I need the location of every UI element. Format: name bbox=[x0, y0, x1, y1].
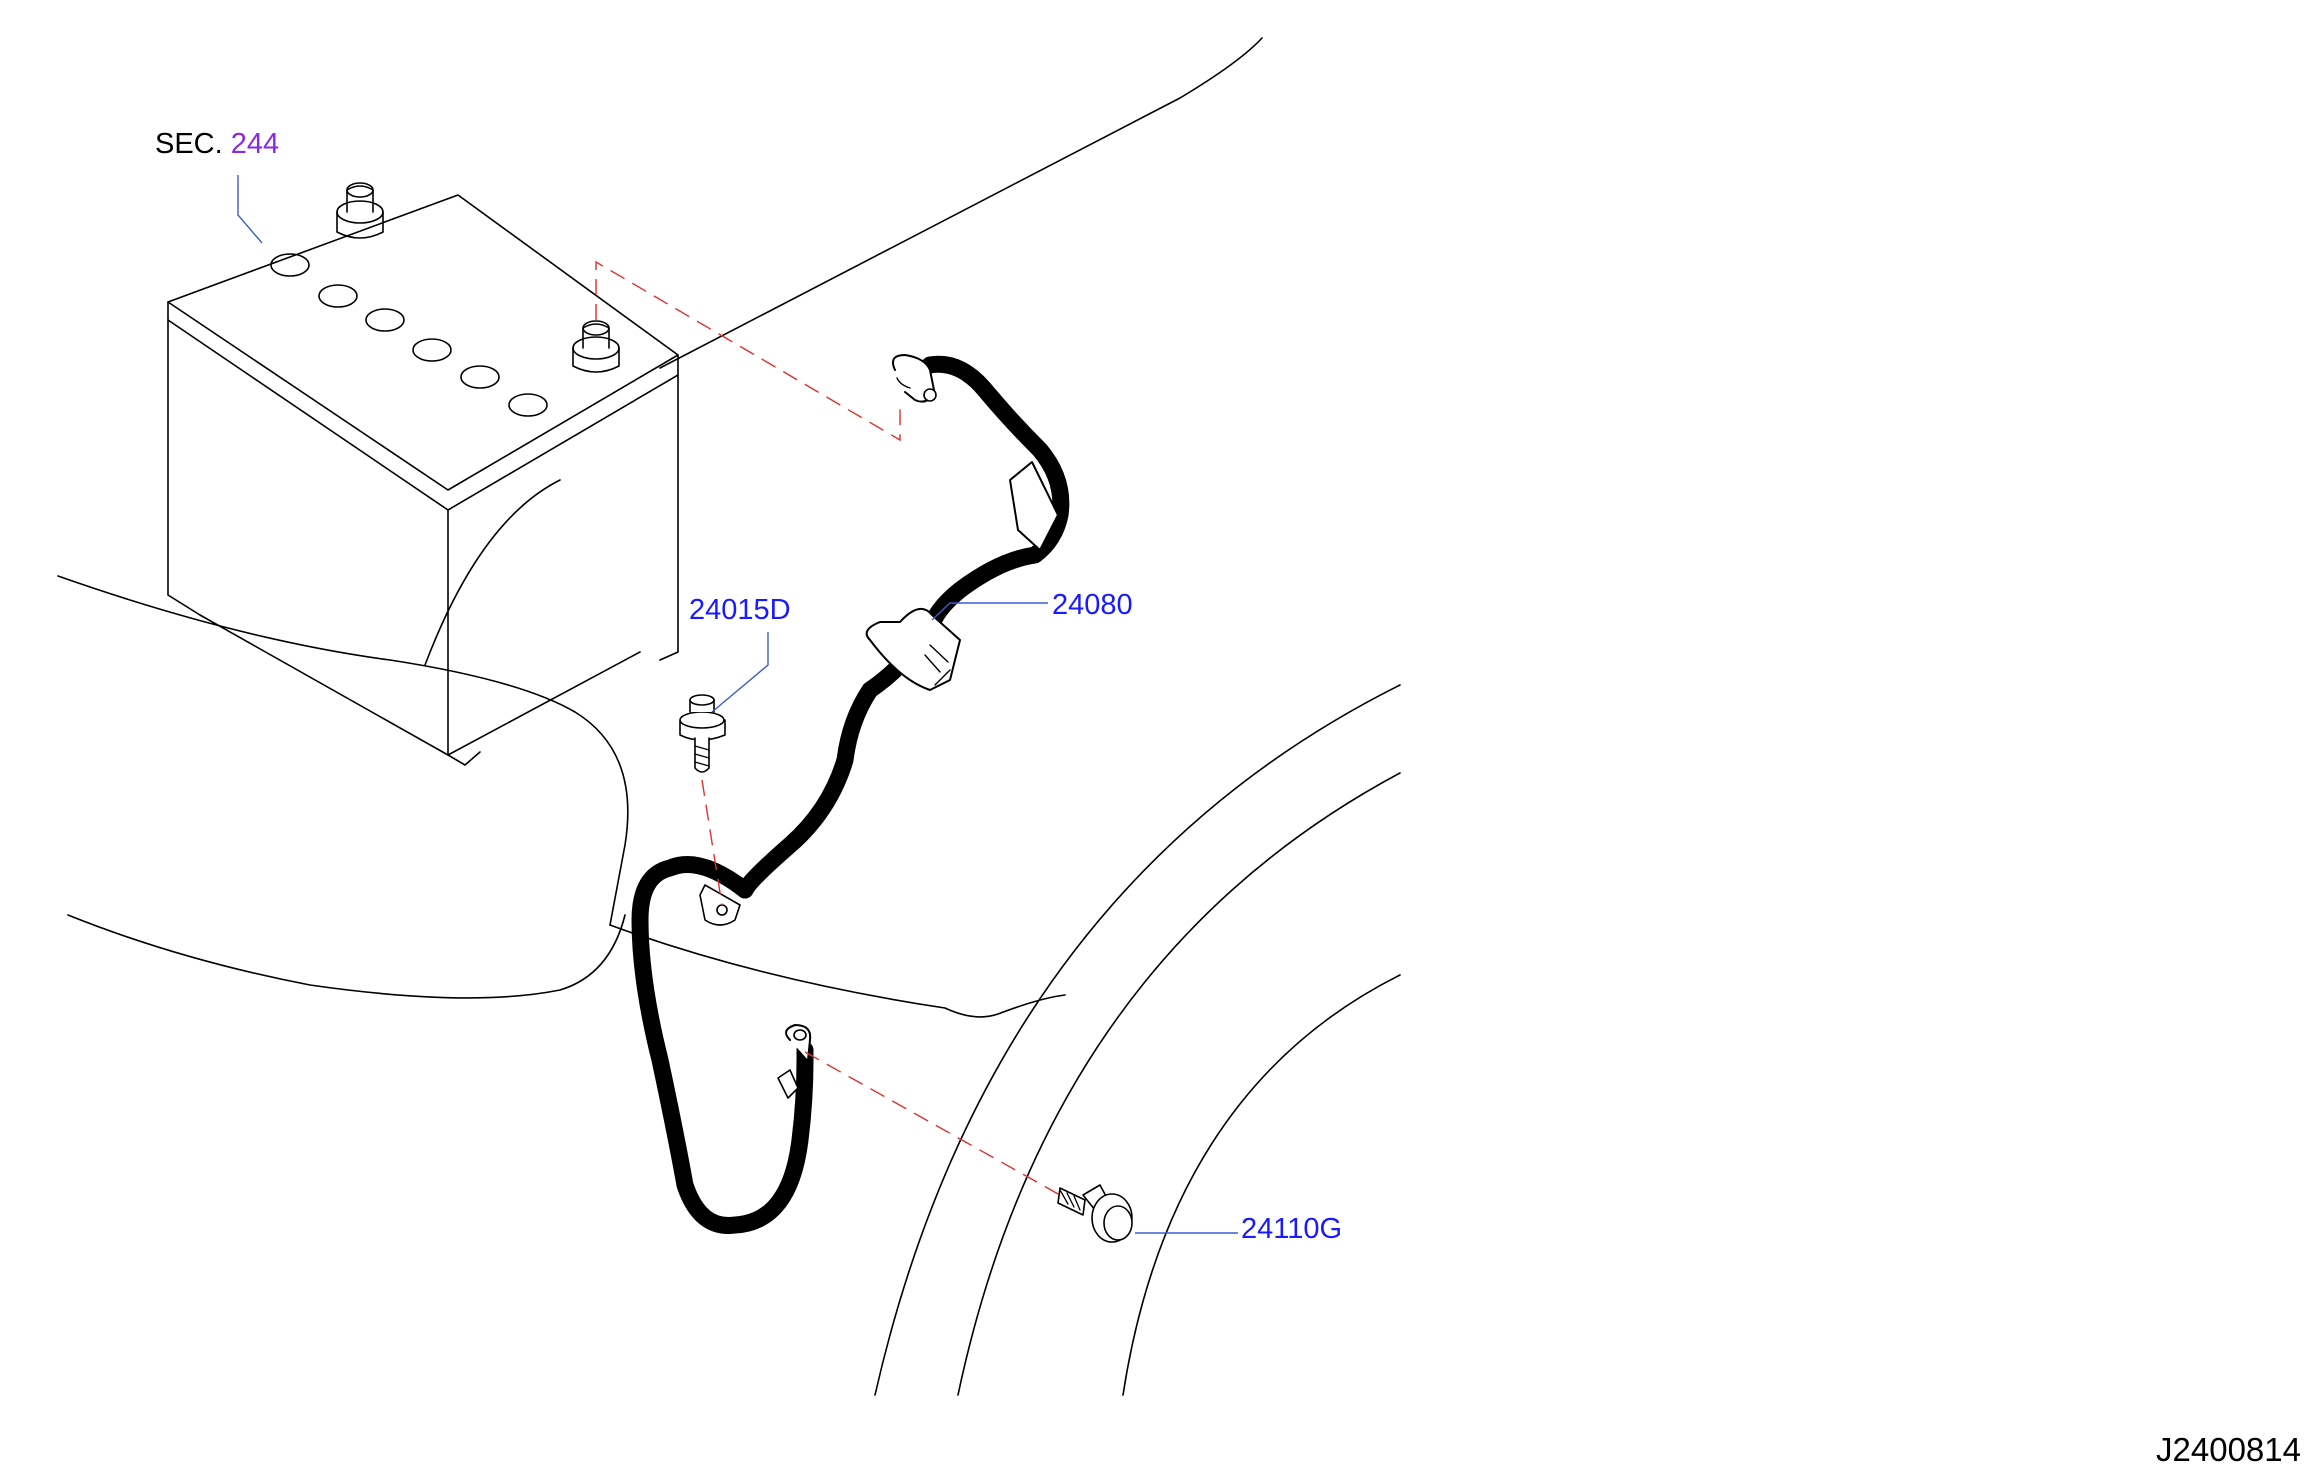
body-panel-lines bbox=[57, 37, 1263, 1018]
part-number-ground-bolt[interactable]: 24110G bbox=[1241, 1213, 1343, 1245]
battery-terminal-b bbox=[572, 320, 620, 373]
wheel-arch-lines bbox=[874, 684, 1401, 1396]
leader-lines bbox=[237, 175, 1238, 1234]
figure-code: J2400814 bbox=[2156, 1431, 2301, 1468]
section-number-link[interactable]: 244 bbox=[230, 128, 280, 160]
part-number-bolt[interactable]: 24015D bbox=[689, 594, 791, 626]
battery bbox=[167, 182, 679, 766]
battery-cable-24080[interactable] bbox=[631, 354, 1070, 1234]
bolt-24110g[interactable] bbox=[1057, 1184, 1133, 1243]
section-reference: SEC. 244 bbox=[155, 130, 279, 159]
alignment-lines bbox=[595, 260, 1061, 1196]
battery-terminal-a bbox=[336, 182, 384, 239]
battery-vent-caps bbox=[270, 253, 548, 417]
bolt-24015d[interactable] bbox=[679, 694, 726, 773]
section-prefix: SEC. bbox=[155, 128, 223, 160]
part-number-cable[interactable]: 24080 bbox=[1052, 589, 1133, 621]
